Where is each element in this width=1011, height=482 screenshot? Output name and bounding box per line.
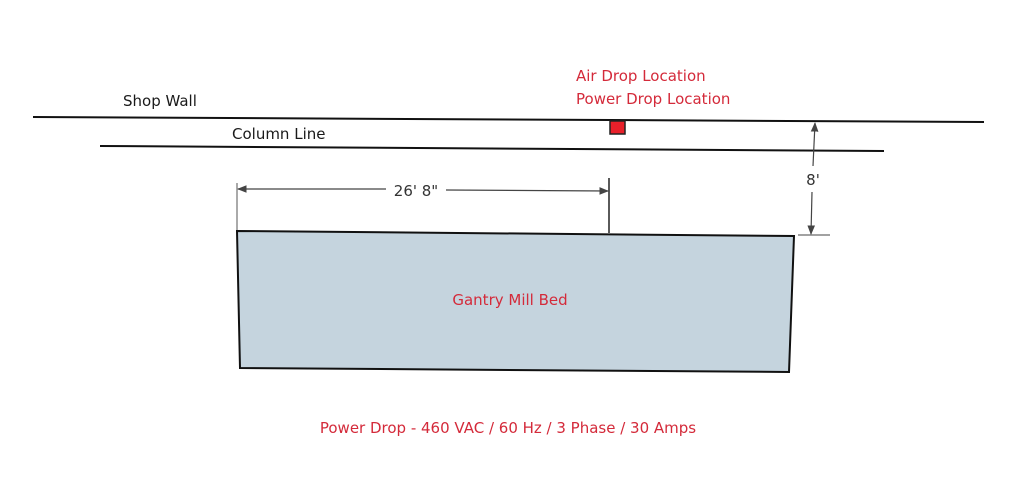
horizontal-dimension-value: 26' 8" [394, 182, 438, 200]
drop-marker-icon [609, 120, 626, 135]
dim-line-up [810, 122, 819, 167]
power-drop-label: Power Drop Location [576, 90, 730, 108]
vertical-dimension-value: 8' [806, 171, 820, 189]
bed-label: Gantry Mill Bed [452, 291, 567, 309]
shop-wall-label: Shop Wall [123, 92, 197, 110]
gantry-mill-bed [235, 229, 796, 374]
column-line [99, 145, 885, 152]
column-line-label: Column Line [232, 125, 325, 143]
dim-line-down [807, 191, 816, 235]
dim-line-right [445, 187, 609, 195]
air-drop-label: Air Drop Location [576, 67, 706, 85]
shop-wall-line [32, 116, 985, 123]
power-spec-note: Power Drop - 460 VAC / 60 Hz / 3 Phase /… [320, 419, 696, 437]
